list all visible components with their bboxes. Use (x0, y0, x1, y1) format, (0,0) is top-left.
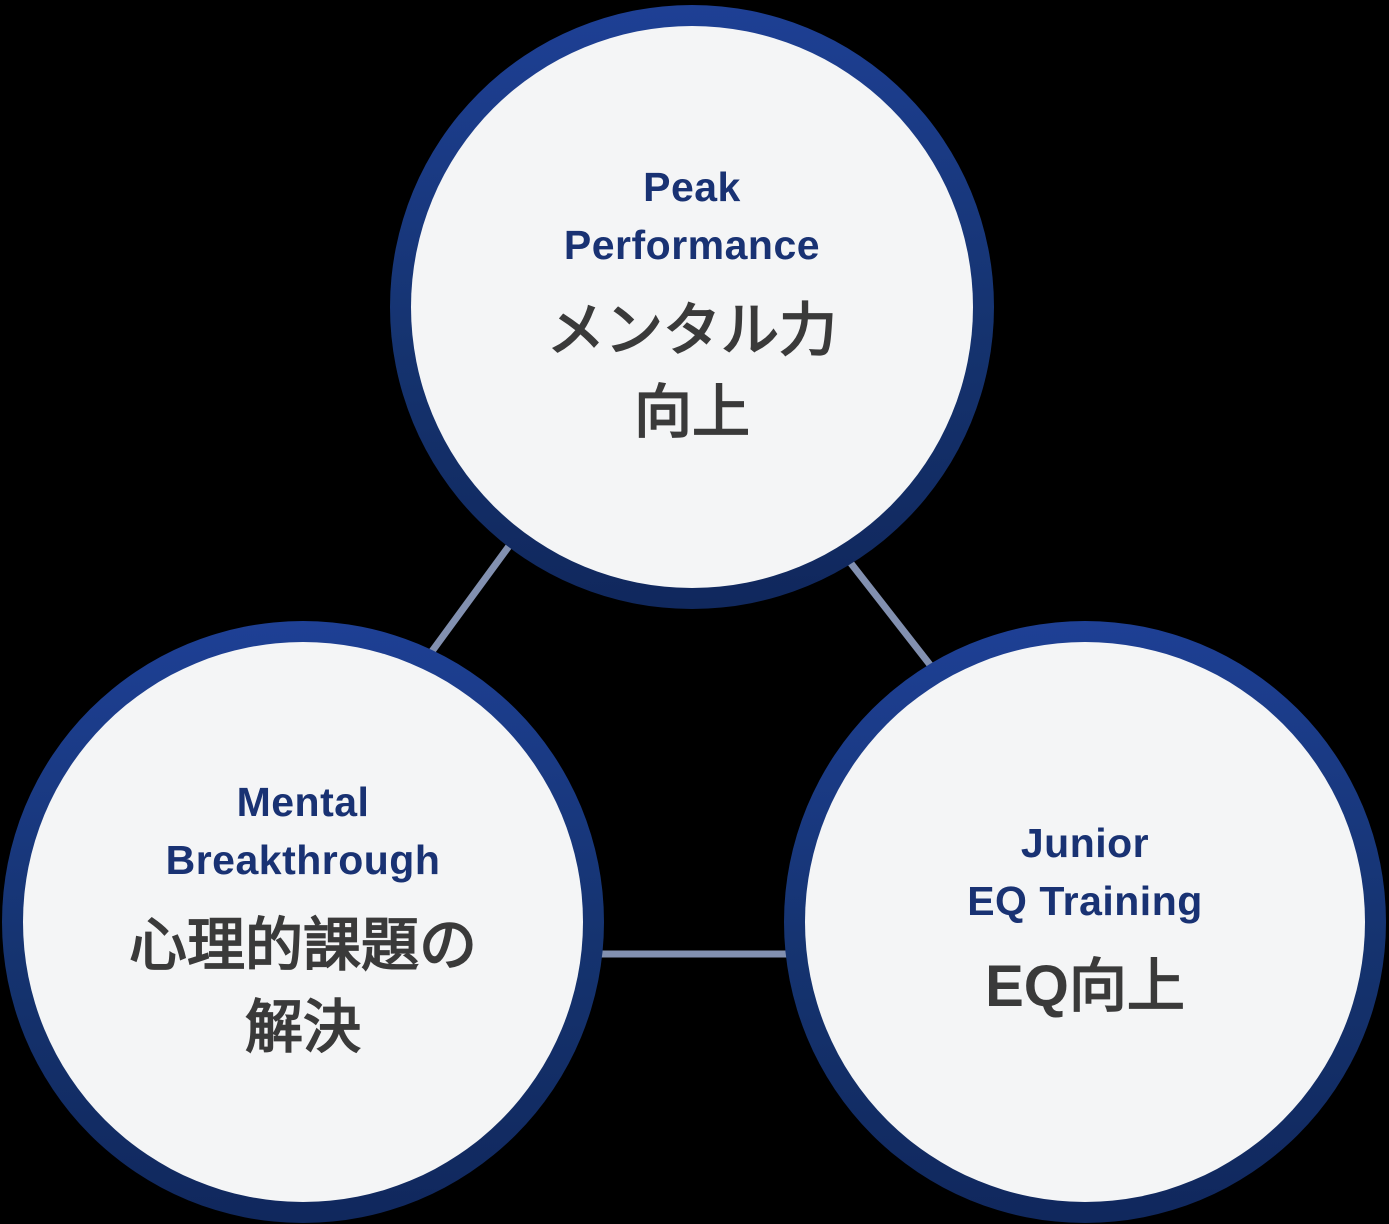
node-peak-performance: Peak Performance メンタル力 向上 (390, 5, 994, 609)
junior-eq-training-ja-title: EQ向上 (985, 954, 1185, 1020)
node-peak-performance-body: Peak Performance メンタル力 向上 (411, 26, 973, 588)
mental-breakthrough-ja-title: 心理的課題の 解決 (128, 913, 477, 1061)
node-junior-eq-training-body: Junior EQ Training EQ向上 (805, 642, 1365, 1202)
peak-performance-ja-title: メンタル力 向上 (546, 298, 837, 446)
junior-eq-training-en-title: Junior EQ Training (967, 820, 1203, 924)
mental-breakthrough-en-title: Mental Breakthrough (165, 779, 441, 883)
node-junior-eq-training: Junior EQ Training EQ向上 (784, 621, 1386, 1223)
node-mental-breakthrough-body: Mental Breakthrough 心理的課題の 解決 (23, 642, 583, 1202)
node-mental-breakthrough: Mental Breakthrough 心理的課題の 解決 (2, 621, 604, 1223)
peak-performance-en-title: Peak Performance (563, 164, 821, 268)
